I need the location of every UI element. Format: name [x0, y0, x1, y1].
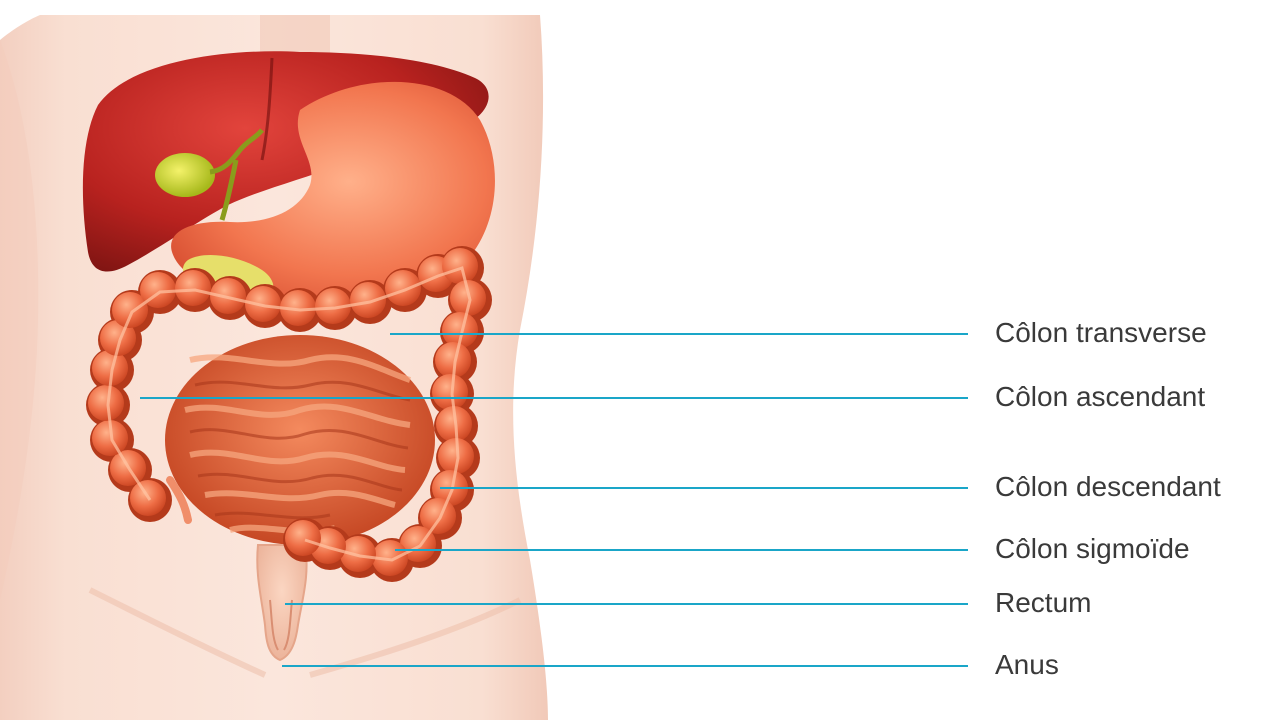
colon-segment [285, 520, 321, 556]
colon-segment [432, 374, 468, 410]
colon-segment [442, 248, 478, 284]
label-colon-transverse: Côlon transverse [995, 317, 1207, 349]
label-colon-ascending: Côlon ascendant [995, 381, 1205, 413]
colon-segment [385, 270, 421, 306]
label-anus: Anus [995, 649, 1059, 681]
small-intestine [165, 335, 435, 545]
label-colon-sigmoid: Côlon sigmoïde [995, 533, 1190, 565]
label-colon-descending: Côlon descendant [995, 471, 1221, 503]
colon-segment [175, 270, 211, 306]
label-rectum: Rectum [995, 587, 1091, 619]
colon-segment [350, 282, 386, 318]
colon-segment [88, 385, 124, 421]
